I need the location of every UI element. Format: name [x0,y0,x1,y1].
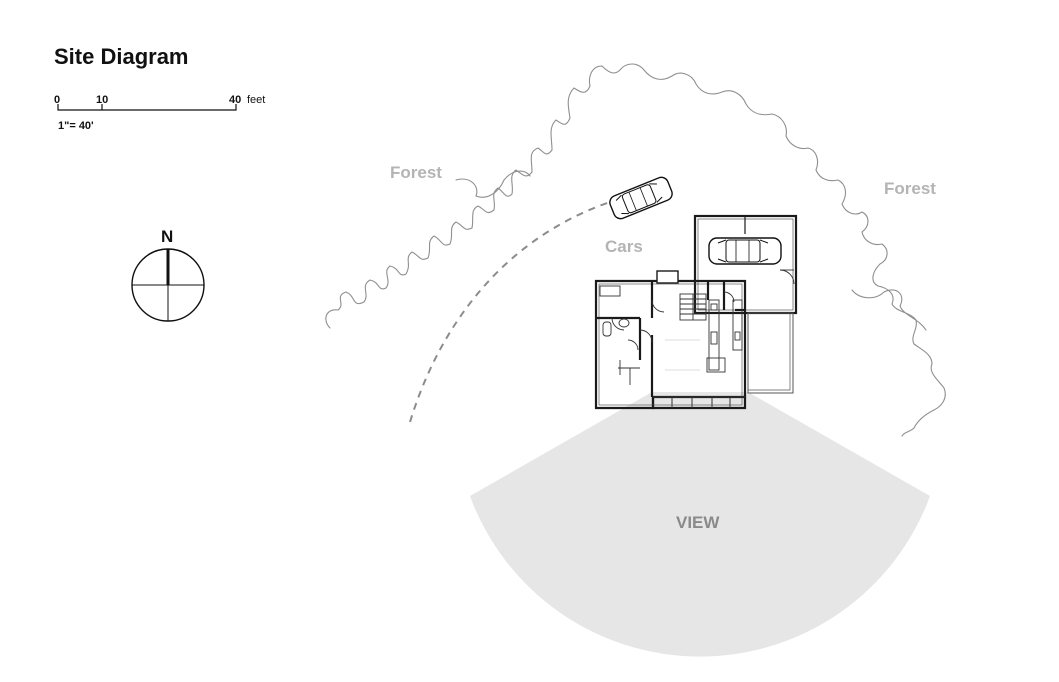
page-title: Site Diagram [54,44,189,69]
forest-left-label: Forest [390,163,442,182]
driveway-dashed-path [409,201,611,423]
car-in-garage-icon [708,237,782,265]
car-icon [609,176,673,220]
view-fan [470,392,930,657]
north-compass-icon: N [131,227,205,322]
scale-tick-40: 40 [229,94,241,106]
forest-right-label: Forest [884,179,936,198]
house-floor-plan [594,270,747,410]
cars-label: Cars [605,237,643,256]
view-label: VIEW [676,513,720,532]
north-label: N [161,227,173,246]
forest-edge-inner [851,289,927,331]
scale-ratio: 1"= 40' [58,120,94,132]
scale-unit: feet [247,94,265,106]
scale-tick-10: 10 [96,94,108,106]
forest-edge-line [325,63,946,437]
scale-bar: 0 10 40 feet 1"= 40' [54,94,265,132]
forest-edge-inner [455,170,531,198]
scale-tick-0: 0 [54,94,60,106]
